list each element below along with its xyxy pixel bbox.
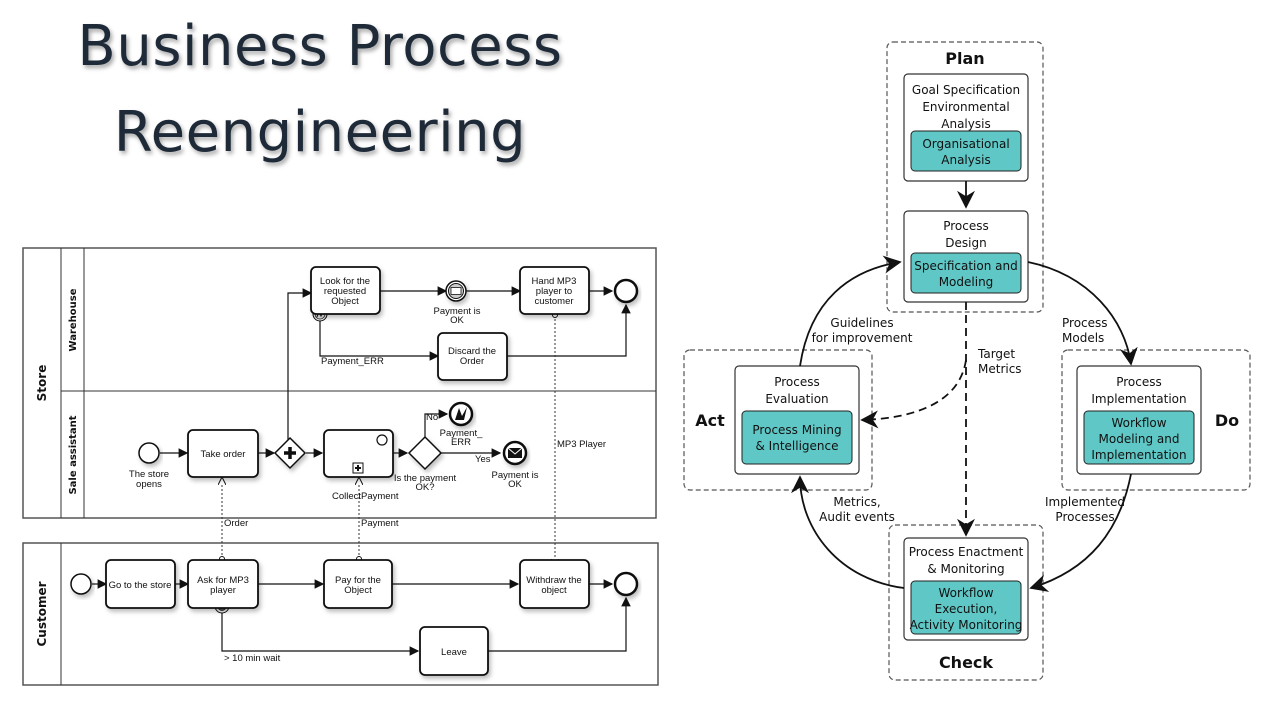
message-end-event: [502, 440, 528, 466]
inner-organisational-analysis: [910, 130, 1022, 172]
label-wait-timer: > 10 min wait: [224, 653, 281, 664]
label-payment-err-flow: Payment_ERR: [321, 356, 384, 367]
label-mp3-player: MP3 Player: [557, 439, 606, 450]
parallel-gateway: [273, 436, 307, 470]
phase-frame-do: [1061, 349, 1251, 491]
pool-label-store: Store: [35, 365, 49, 402]
task-label-take-order: Take order: [201, 449, 246, 460]
phase-label-do: Do: [1215, 411, 1239, 430]
task-label-leave: Leave: [441, 647, 467, 658]
message-catch-event-payment-ok: [445, 280, 467, 302]
label-yes: Yes: [475, 454, 491, 465]
envelope-icon: [508, 448, 522, 458]
pool-label-customer: Customer: [35, 581, 49, 646]
task-ask-for-mp3: [187, 559, 259, 609]
slide-title-line-1: Business Process: [77, 14, 563, 79]
lane-label-sale-assistant: Sale assistant: [68, 415, 79, 494]
lane-label-warehouse: Warehouse: [68, 288, 79, 351]
label-payment-err-end: Payment_ERR: [440, 428, 483, 448]
label-order-message: Order: [224, 518, 248, 529]
start-event-customer: [70, 573, 92, 595]
envelope-icon: [450, 287, 462, 295]
label-collect-payment: Payment: [361, 491, 399, 502]
label-collect: Collect: [332, 491, 361, 502]
task-look-for-object: [310, 266, 381, 315]
arrow-evaluation-to-design: [799, 255, 902, 367]
phase-label-act: Act: [695, 411, 725, 430]
box-title-process-enactment: Process Enactment& Monitoring: [909, 545, 1024, 576]
arrow-design-to-implementation: [1027, 261, 1138, 366]
message-flows: [222, 315, 555, 566]
error-end-event: [448, 401, 474, 427]
inner-process-mining: [741, 410, 853, 465]
subprocess-collect-payment: [323, 429, 394, 478]
arrow-enactment-to-evaluation: [791, 475, 905, 589]
task-hand-mp3-player: [519, 266, 590, 315]
phase-label-plan: Plan: [945, 49, 984, 68]
lightning-icon: [455, 407, 467, 420]
arrow-implementation-to-enactment: [1029, 473, 1132, 592]
slide-title-line-2: Reengineering: [113, 100, 527, 165]
start-event-store-opens: [138, 442, 160, 464]
phase-label-check: Check: [939, 653, 993, 672]
inner-specification-modeling: [910, 252, 1022, 294]
label-no: No: [426, 412, 438, 423]
task-take-order: [187, 429, 259, 478]
exclusive-gateway-payment-ok: [407, 435, 443, 471]
end-event-warehouse: [613, 278, 639, 304]
task-discard-order: [437, 332, 508, 381]
end-event-customer: [613, 571, 639, 597]
arrow-target-metrics-dashed: [860, 359, 967, 429]
task-label-go-to-store: Go to the store: [109, 580, 172, 591]
task-withdraw-object: [519, 559, 590, 609]
task-pay-for-object: [323, 559, 393, 609]
edge-label-metrics-audit: Metrics,Audit events: [819, 495, 895, 524]
phase-frame-plan: [886, 41, 1044, 313]
inner-workflow-modeling: [1083, 410, 1195, 465]
label-payment-message: Payment: [361, 518, 399, 529]
task-leave: [419, 626, 489, 676]
inner-text-process-mining: Process Mining& Intelligence: [752, 423, 841, 453]
task-go-to-store: [105, 559, 176, 609]
inner-workflow-execution: [910, 580, 1022, 635]
sequence-flows: [92, 286, 631, 656]
